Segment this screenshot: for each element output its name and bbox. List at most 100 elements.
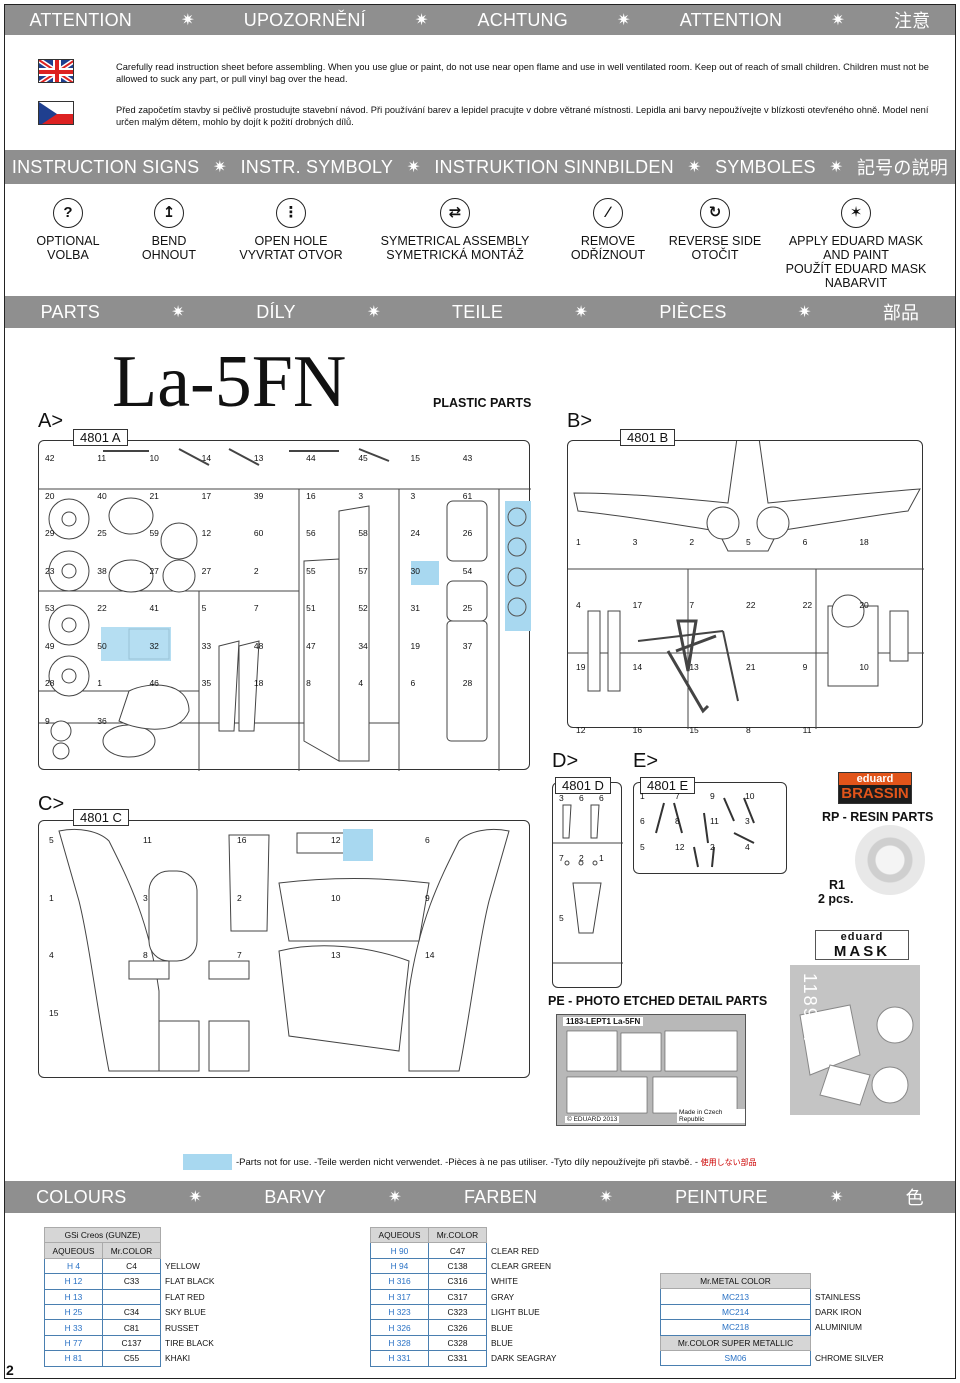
mask-sheet: 1189-A <box>790 965 920 1115</box>
part-number: 52 <box>358 603 368 613</box>
part-number: 10 <box>745 791 755 801</box>
symmetry-icon: ⇄ <box>440 198 470 228</box>
part-number: 15 <box>410 453 421 463</box>
bar-separator: ✷ <box>213 159 227 176</box>
part-number: 60 <box>253 528 264 538</box>
part-number: 6 <box>410 678 416 688</box>
signs-bar-item: INSTR. SYMBOLY <box>240 156 394 177</box>
colour-name: SKY BLUE <box>165 1307 206 1318</box>
part-number: 46 <box>149 678 159 688</box>
question-icon: ? <box>53 198 83 228</box>
mrcolor-code: C323 <box>428 1303 487 1321</box>
part-number: 35 <box>201 678 212 688</box>
part-number: 12 <box>576 724 586 735</box>
part-number: 14 <box>632 662 643 672</box>
sprue-a-label: A> <box>38 410 64 432</box>
part-number: 29 <box>45 528 55 538</box>
part-number: 43 <box>462 453 473 463</box>
mrcolor-code: C326 <box>428 1319 487 1336</box>
part-number: 18 <box>253 678 264 688</box>
mrcolor-code: C47 <box>428 1242 487 1259</box>
part-number: 21 <box>746 662 756 672</box>
part-number: 12 <box>201 528 212 538</box>
resin-parts-label: RP - RESIN PARTS <box>822 810 934 824</box>
symbol-label: OPTIONAL VOLBA <box>36 234 100 262</box>
colours-bar-item: PEINTURE <box>675 1186 768 1207</box>
attention-bar-item: 注意 <box>893 11 931 31</box>
sprue-d-tag: 4801 D <box>555 777 611 794</box>
part-number: 3 <box>358 490 364 501</box>
part-number: 12 <box>675 841 685 852</box>
part-number: 27 <box>149 565 159 576</box>
part-number: 4 <box>49 950 54 960</box>
attention-bar-item: UPOZORNĚNÍ <box>243 9 366 30</box>
part-number: 40 <box>97 490 107 501</box>
symbol-drill: ⋮OPEN HOLE VYVRTAT OTVOR <box>226 198 356 262</box>
signs-bar-item: SYMBOLES <box>715 156 816 177</box>
model-title: La-5FN <box>112 341 347 423</box>
parts-bar: PARTS✷DÍLY✷TEILE✷PIÈCES✷部品 <box>5 296 955 328</box>
part-number: 6 <box>640 816 645 827</box>
metal-code: SM06 <box>660 1349 811 1367</box>
metal-code: MC214 <box>660 1303 811 1321</box>
attention-bar: ATTENTION✷UPOZORNĚNÍ✷ACHTUNG✷ATTENTION✷注… <box>5 5 955 35</box>
col-mrcolor: Mr.COLOR <box>428 1226 487 1244</box>
part-number: 21 <box>149 490 159 501</box>
colours-bar-item: BARVY <box>264 1186 327 1207</box>
metal-code: MC218 <box>660 1319 811 1336</box>
plastic-parts-label: PLASTIC PARTS <box>433 396 532 410</box>
bar-separator: ✷ <box>829 1189 844 1206</box>
reverse-icon: ↻ <box>700 198 730 228</box>
part-number: 11 <box>97 453 107 463</box>
mrcolor-code: C81 <box>102 1319 161 1336</box>
warning-english: Carefully read instruction sheet before … <box>116 62 929 84</box>
part-number: 8 <box>675 816 680 827</box>
part-number: 5 <box>746 537 751 547</box>
bar-separator: ✷ <box>171 304 185 321</box>
colours-bar-item: 色 <box>905 1188 924 1208</box>
part-number: 7 <box>253 603 259 613</box>
signs-bar-item: INSTRUKTION SINNBILDEN <box>434 156 674 177</box>
colours-bar: COLOURS✷BARVY✷FARBEN✷PEINTURE✷色 <box>5 1181 955 1213</box>
part-number: 18 <box>859 537 869 547</box>
part-number: 11 <box>143 835 152 845</box>
part-number: 4 <box>576 599 581 610</box>
bar-separator: ✷ <box>599 1189 613 1206</box>
mask-sheet-code: 1189-A <box>800 973 820 1042</box>
part-number: 30 <box>410 565 421 576</box>
part-number: 4 <box>745 841 750 852</box>
brassin-logo-bottom: BRASSIN <box>839 785 911 803</box>
col-aqueous: AQUEOUS <box>44 1242 103 1259</box>
warning-czech: Před započetím stavby si pečlivě prostud… <box>116 105 929 127</box>
czech-flag-icon <box>38 101 74 125</box>
part-number: 55 <box>306 565 316 576</box>
pe-made-in: Made in Czech Republic <box>677 1109 745 1123</box>
part-number: 2 <box>253 565 259 576</box>
sprue-b-label: B> <box>567 410 593 432</box>
part-number: 9 <box>45 715 50 726</box>
part-number: 22 <box>97 603 107 613</box>
symbol-bend: ↥BEND OHNOUT <box>123 198 215 262</box>
aqueous-code: H 12 <box>44 1273 103 1290</box>
part-number: 42 <box>45 453 55 463</box>
part-number: 1 <box>599 853 604 863</box>
sprue-c-tag: 4801 C <box>73 809 129 826</box>
part-number: 22 <box>802 599 813 610</box>
part-number: 25 <box>97 528 107 538</box>
part-number: 33 <box>201 640 212 651</box>
part-number: 16 <box>306 490 316 501</box>
metal-header: Mr.METAL COLOR <box>660 1272 811 1290</box>
part-number: 24 <box>410 528 421 538</box>
part-number: 3 <box>632 537 638 547</box>
colour-name: KHAKI <box>165 1353 191 1364</box>
part-number: 11 <box>802 724 812 735</box>
part-number: 50 <box>97 640 107 651</box>
parts-bar-item: DÍLY <box>256 301 296 322</box>
part-number: 1 <box>640 791 645 801</box>
knife-icon: ∕ <box>593 198 623 228</box>
colour-name: RUSSET <box>165 1322 199 1333</box>
mrcolor-code: C33 <box>102 1273 161 1290</box>
part-number: 2 <box>579 853 584 863</box>
part-number: 10 <box>149 453 159 463</box>
symbol-label: SYMETRICAL ASSEMBLY SYMETRICKÁ MONTÁŽ <box>380 234 530 262</box>
